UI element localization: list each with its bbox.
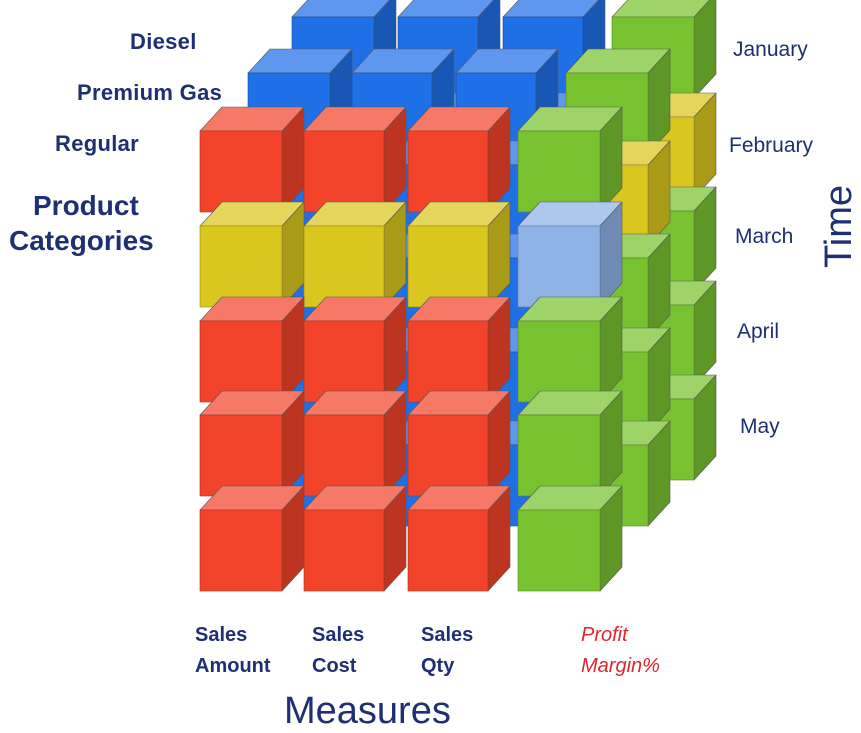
- cube-cell-2-4-2: [407, 485, 511, 592]
- measure-label-line1: Sales: [312, 624, 365, 646]
- month-label-april: April: [737, 320, 780, 343]
- measure-label-line1: Profit: [581, 624, 628, 646]
- cube-cell-2-4-1: [303, 485, 407, 592]
- cube-cell-2-0-3: [517, 106, 623, 213]
- cube-cell-2-2-1: [303, 296, 407, 403]
- cube-cell-2-1-0: [199, 201, 305, 308]
- cube-cell-2-1-2: [407, 201, 511, 308]
- product-categories-title-line2: Categories: [9, 225, 154, 256]
- measure-label-profit-margin: Profit Margin%: [581, 620, 660, 682]
- measure-label-line2: Cost: [312, 655, 357, 677]
- cube-cell-2-3-1: [303, 390, 407, 497]
- cube-cell-2-3-3: [517, 390, 623, 497]
- measure-label-sales-qty: Sales Qty: [421, 620, 473, 682]
- cube-cell-2-0-0: [199, 106, 305, 213]
- cube-cell-2-1-1: [303, 201, 407, 308]
- month-label-may: May: [740, 415, 780, 438]
- cube-cell-2-3-0: [199, 390, 305, 497]
- measure-label-sales-cost: Sales Cost: [312, 620, 364, 682]
- cube-cell-2-3-2: [407, 390, 511, 497]
- month-label-march: March: [735, 225, 794, 248]
- measure-label-line2: Amount: [195, 655, 271, 677]
- cube-cell-2-0-1: [303, 106, 407, 213]
- time-axis-title: Time: [818, 184, 860, 268]
- cube-cell-2-4-0: [199, 485, 305, 592]
- month-label-january: January: [733, 38, 808, 61]
- measure-label-line1: Sales: [195, 624, 248, 646]
- product-label-regular: Regular: [55, 131, 140, 156]
- cube-cell-2-2-0: [199, 296, 305, 403]
- measure-label-line1: Sales: [421, 624, 474, 646]
- measure-label-sales-amount: Sales Amount: [195, 620, 271, 682]
- month-label-february: February: [729, 134, 814, 157]
- product-label-diesel: Diesel: [130, 29, 197, 54]
- product-label-premium-gas: Premium Gas: [77, 80, 223, 105]
- cube-cell-2-4-3: [517, 485, 623, 592]
- measure-label-line2: Margin%: [581, 655, 660, 677]
- cube-cell-2-1-3: [517, 201, 623, 308]
- cube-cell-2-2-3: [517, 296, 623, 403]
- cube-cell-2-2-2: [407, 296, 511, 403]
- product-categories-title-line1: Product: [33, 190, 139, 221]
- cube-cell-2-0-2: [407, 106, 511, 213]
- measures-axis-title: Measures: [284, 690, 451, 732]
- measure-label-line2: Qty: [421, 655, 455, 677]
